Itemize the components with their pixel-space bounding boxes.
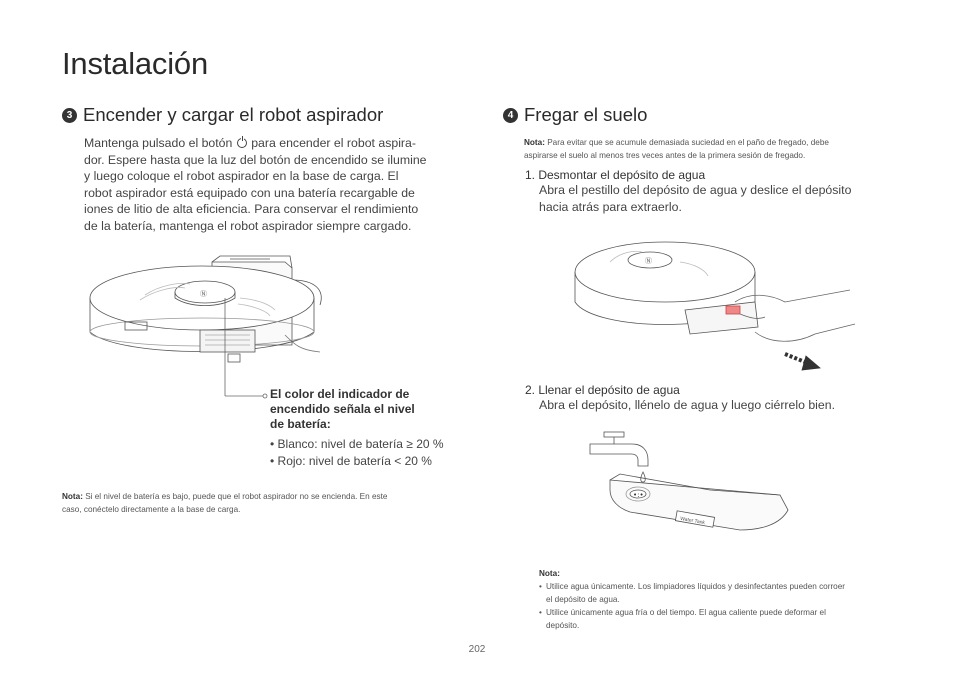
callout-title-line: de batería:: [270, 417, 331, 431]
bottom-note: Nota: Utilice agua únicamente. Los limpi…: [539, 567, 909, 632]
callout-title-line: encendido señala el nivel: [270, 402, 415, 416]
step-1-title: 1. Desmontar el depósito de agua: [525, 168, 706, 182]
section-3-heading: 3 Encender y cargar el robot aspirador: [62, 104, 383, 126]
step-2-line: Abra el depósito, llénelo de agua y lueg…: [539, 398, 836, 412]
note-label: Nota:: [539, 569, 560, 578]
section-4-heading: 4 Fregar el suelo: [503, 104, 647, 126]
note-label: Nota:: [62, 492, 83, 501]
svg-text:Ⓝ: Ⓝ: [200, 290, 207, 298]
step-number-badge: 3: [62, 107, 77, 123]
note-label: Nota:: [524, 138, 545, 147]
body-line-1: Mantenga pulsado el botón para encender …: [84, 136, 416, 150]
step-1: 1. Desmontar el depósito de agua Abra el…: [525, 168, 905, 215]
svg-text:Ⓝ: Ⓝ: [645, 257, 652, 265]
note-item: Utilice agua únicamente. Los limpiadores…: [539, 580, 909, 606]
callout-title-line: El color del indicador de: [270, 387, 410, 401]
battery-callout: El color del indicador de encendido seña…: [270, 387, 470, 470]
section-4-note: Nota: Para evitar que se acumule demasia…: [524, 138, 829, 160]
body-line: dor. Espere hasta que la luz del botón d…: [84, 152, 427, 167]
note-item: Utilice únicamente agua fría o del tiemp…: [539, 606, 909, 632]
section-3-body: Mantenga pulsado el botón para encender …: [84, 135, 464, 235]
step-1-line: Abra el pestillo del depósito de agua y …: [539, 183, 852, 197]
svg-text:•:•: •:•: [633, 491, 644, 499]
step-number-badge: 4: [503, 107, 518, 123]
body-line: de la batería, mantenga el robot aspirad…: [84, 218, 412, 233]
battery-red-bullet: • Rojo: nivel de batería < 20 %: [270, 454, 432, 468]
body-line: y luego coloque el robot aspirador en la…: [84, 169, 399, 184]
step-2: 2. Llenar el depósito de agua Abra el de…: [525, 383, 905, 414]
page-title: Instalación: [62, 46, 209, 81]
power-icon: [236, 136, 247, 148]
section-3-title: Encender y cargar el robot aspirador: [83, 104, 384, 125]
fill-tank-illustration: •:•: [589, 431, 789, 531]
body-line: iones de litio de alta eficiencia. Para …: [84, 202, 419, 217]
body-line: robot aspirador está equipado con una ba…: [84, 185, 415, 200]
battery-white-bullet: • Blanco: nivel de batería ≥ 20 %: [270, 437, 444, 451]
section-3-note: Nota: Si el nivel de batería es bajo, pu…: [62, 492, 388, 514]
remove-tank-illustration: Ⓝ: [574, 241, 856, 371]
step-1-line: hacia atrás para extraerlo.: [539, 199, 682, 214]
step-2-title: 2. Llenar el depósito de agua: [525, 383, 680, 397]
section-4-title: Fregar el suelo: [524, 104, 648, 125]
page-number: 202: [468, 644, 486, 655]
robot-dock-illustration: Ⓝ: [89, 255, 322, 399]
